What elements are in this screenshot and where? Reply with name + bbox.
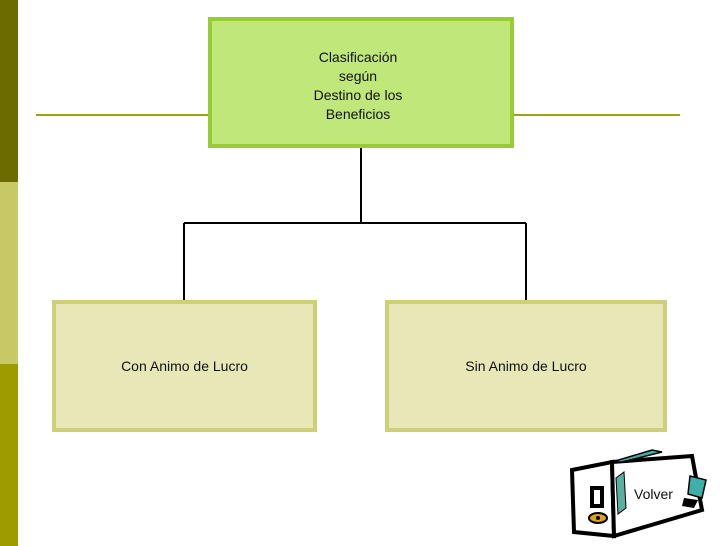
volver-label: Volver <box>634 486 673 502</box>
sidebar-band-middle <box>0 182 18 364</box>
child-node-con-animo: Con Animo de Lucro <box>52 300 317 432</box>
root-node-label: Clasificación según Destino de los Benef… <box>313 49 403 122</box>
child-node-label: Con Animo de Lucro <box>121 357 248 374</box>
door-exit-icon <box>569 449 707 539</box>
sidebar-band-top <box>0 0 18 182</box>
child-node-sin-animo: Sin Animo de Lucro <box>385 300 667 432</box>
child-node-label: Sin Animo de Lucro <box>465 357 587 374</box>
sidebar-band-bottom <box>0 364 18 546</box>
volver-button[interactable]: Volver <box>568 448 714 540</box>
root-node: Clasificación según Destino de los Benef… <box>208 17 514 148</box>
